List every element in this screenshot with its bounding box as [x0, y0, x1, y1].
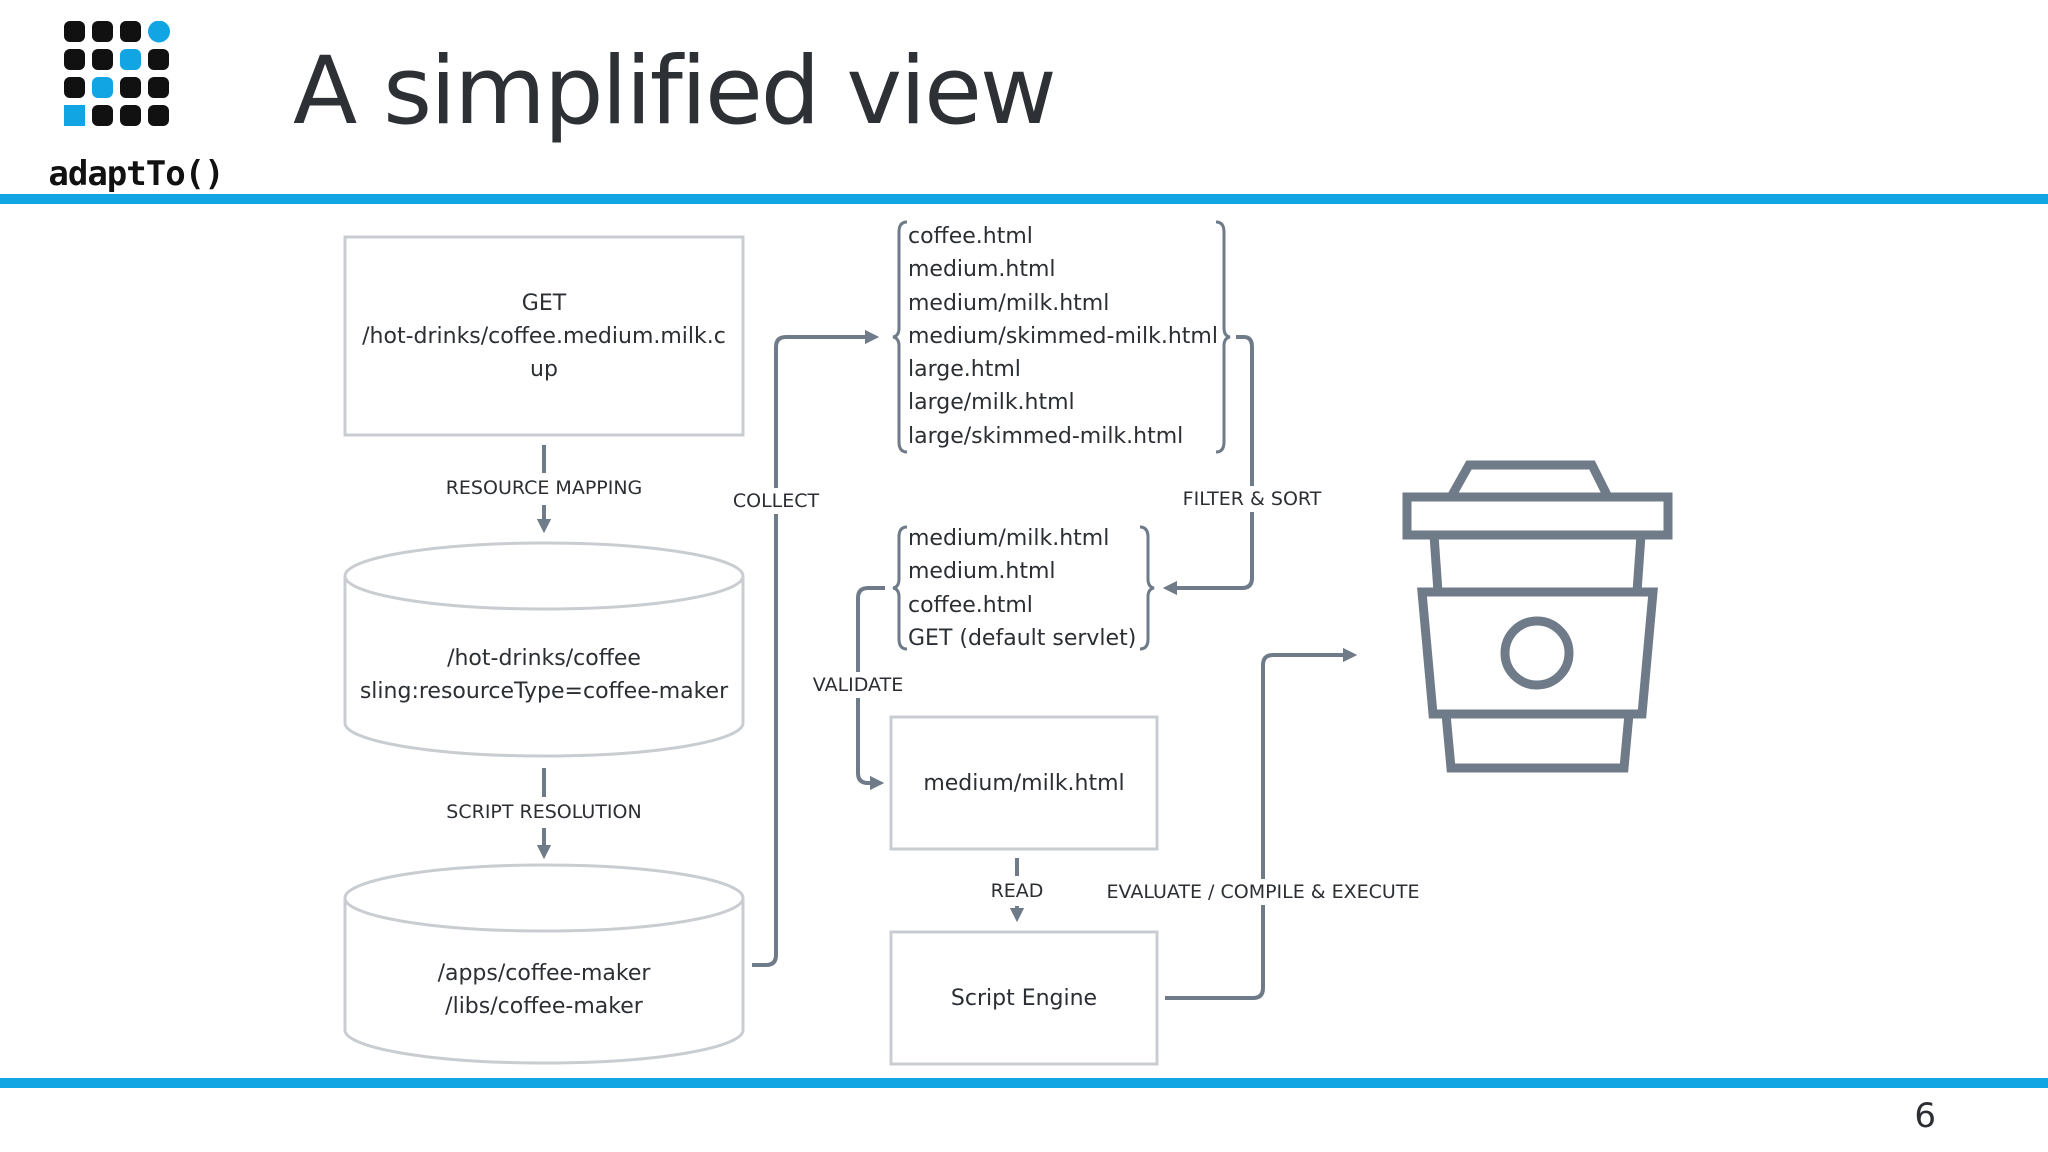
- selected-script-text: medium/milk.html: [923, 770, 1125, 796]
- request-box-text: GET /hot-drinks/coffee.medium.milk.c up: [345, 237, 743, 435]
- collect-arrow: [752, 329, 880, 967]
- resource-path: /hot-drinks/coffee: [447, 646, 641, 671]
- libs-path: /libs/coffee-maker: [445, 994, 643, 1019]
- list-item: coffee.html: [908, 592, 1033, 618]
- apps-path: /apps/coffee-maker: [437, 961, 651, 986]
- request-path: /hot-drinks/coffee.medium.milk.c: [362, 323, 726, 349]
- evaluate-arrow: [1165, 647, 1358, 1000]
- list-item: medium.html: [908, 257, 1056, 283]
- candidate-scripts-list: coffee.html medium.html medium/milk.html…: [908, 220, 1218, 453]
- adaptto-logo: adaptTo(): [48, 21, 225, 194]
- list-item: GET (default servlet): [908, 625, 1137, 651]
- request-box: [343, 235, 745, 437]
- list-item: medium.html: [908, 559, 1056, 585]
- script-path-cylinder-text: /apps/coffee-maker /libs/coffee-maker: [345, 940, 743, 1040]
- logo-dot-grid: [64, 21, 170, 126]
- selected-script-box: [889, 715, 1159, 851]
- sorted-list-right-brace: [1139, 525, 1155, 651]
- list-item: medium/milk.html: [908, 526, 1110, 551]
- collect-label: COLLECT: [728, 488, 824, 514]
- list-item: coffee.html: [908, 224, 1033, 249]
- resource-mapping-label: RESOURCE MAPPING: [441, 475, 647, 501]
- page-number: 6: [1914, 1096, 1936, 1136]
- resource-type: sling:resourceType=coffee-maker: [359, 679, 729, 704]
- resource-cylinder: [343, 541, 745, 758]
- filter-sort-arrow: [1162, 335, 1254, 596]
- list-item: large.html: [908, 357, 1021, 383]
- coffee-cup-icon: [1402, 460, 1673, 773]
- footer-rule: [0, 1078, 2048, 1088]
- request-path-continued: up: [530, 356, 558, 382]
- evaluate-label: EVALUATE / COMPILE & EXECUTE: [1102, 879, 1424, 905]
- script-engine-text: Script Engine: [950, 985, 1098, 1011]
- candidate-list-right-brace: [1215, 220, 1231, 454]
- filter-sort-label: FILTER & SORT: [1178, 486, 1326, 512]
- list-item: medium/skimmed-milk.html: [908, 323, 1218, 349]
- validate-label: VALIDATE: [808, 672, 908, 698]
- candidate-list-left-brace: [892, 220, 908, 454]
- script-path-cylinder: [343, 863, 745, 1065]
- read-label: READ: [986, 878, 1048, 904]
- header-rule: [0, 194, 2048, 204]
- list-item: medium/milk.html: [908, 290, 1110, 316]
- sorted-scripts-list: medium/milk.html medium.html coffee.html…: [908, 522, 1136, 655]
- list-item: large/skimmed-milk.html: [908, 423, 1184, 449]
- sorted-list-left-brace: [892, 525, 908, 651]
- script-engine-box: [889, 930, 1159, 1066]
- page-title: A simplified view: [293, 37, 1057, 146]
- list-item: large/milk.html: [908, 390, 1075, 416]
- script-resolution-label: SCRIPT RESOLUTION: [442, 799, 646, 825]
- request-method: GET: [521, 290, 567, 316]
- logo-text: adaptTo(): [48, 154, 224, 194]
- resource-cylinder-text: /hot-drinks/coffee sling:resourceType=co…: [345, 625, 743, 725]
